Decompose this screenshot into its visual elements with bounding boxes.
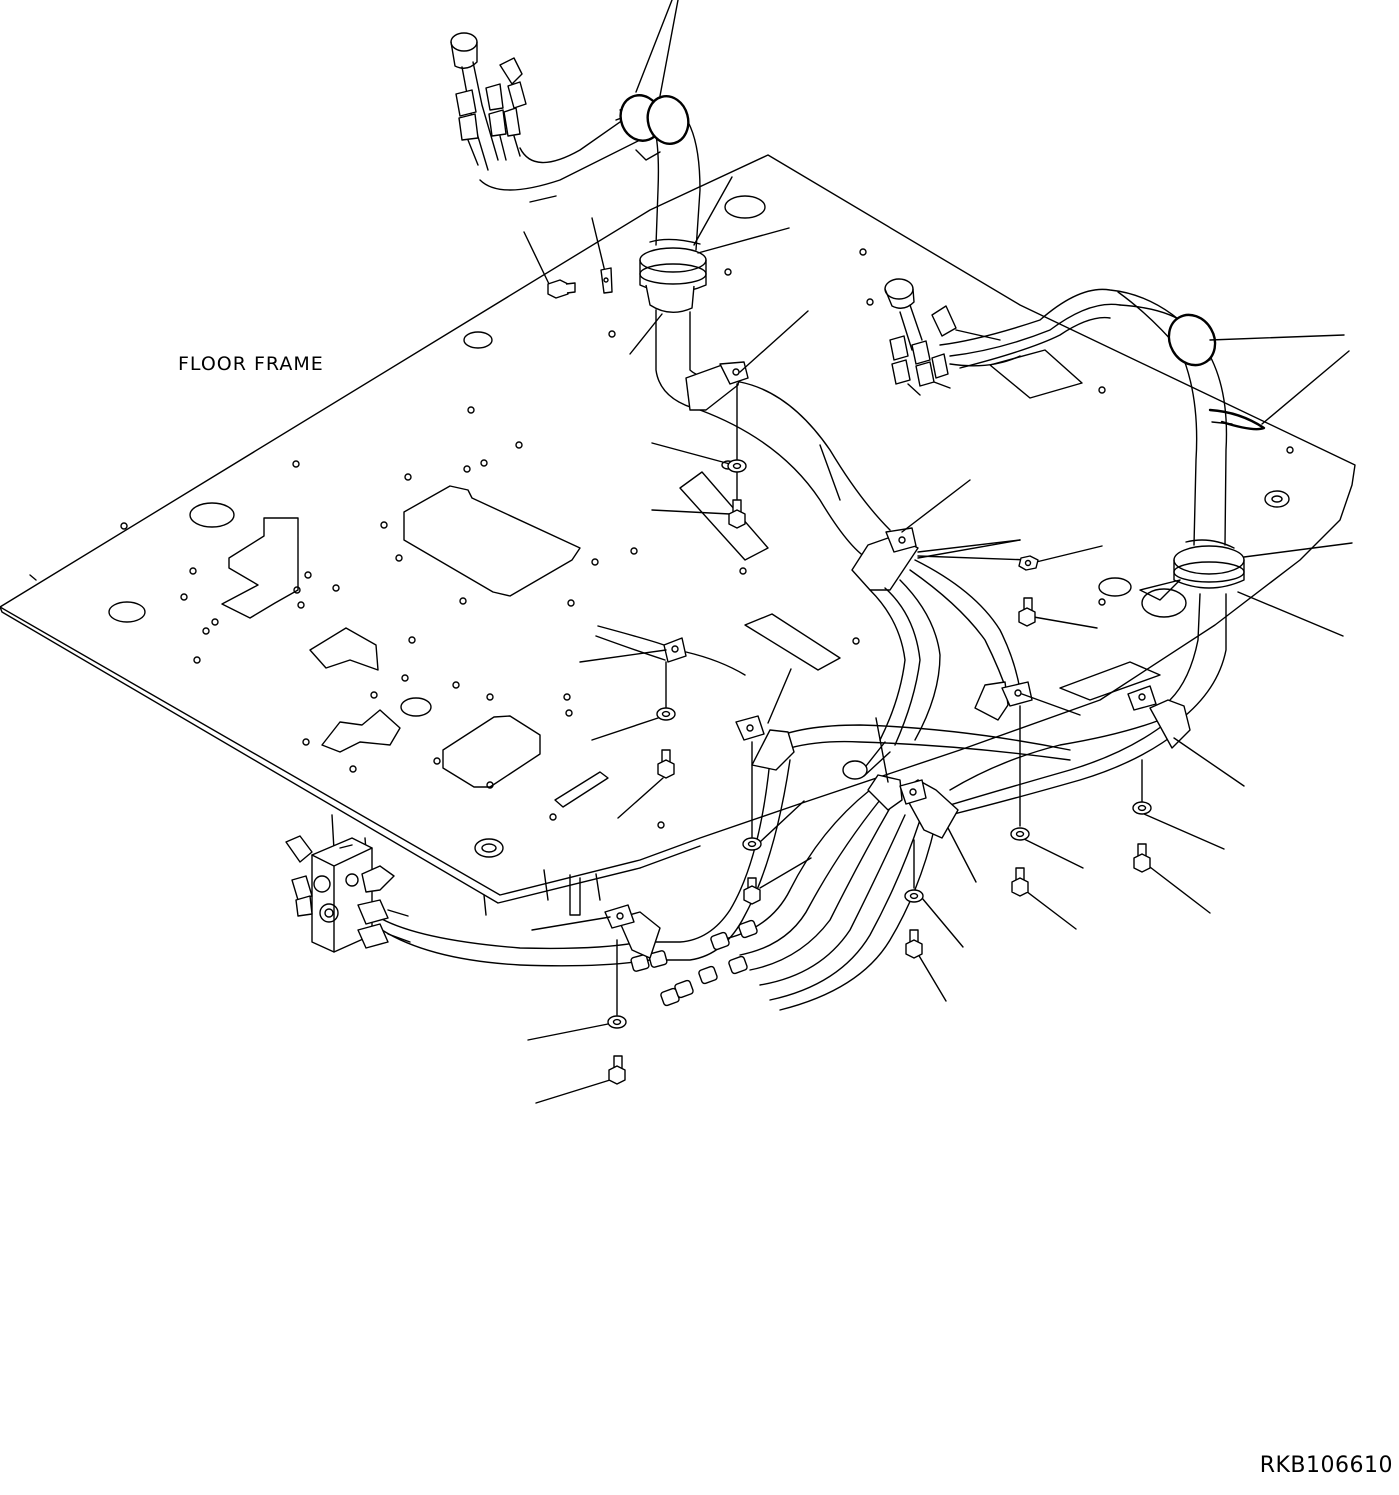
bolt [548, 280, 575, 298]
washer [1133, 802, 1151, 814]
right-hose-bundle [940, 289, 1264, 720]
hose-end-fittings [630, 742, 890, 1006]
bolt [729, 500, 745, 528]
washer [1011, 828, 1029, 840]
washer [743, 838, 761, 850]
middle-hose-bundle [852, 528, 1030, 745]
bolt [658, 750, 674, 778]
bolt [1134, 844, 1150, 872]
floor-frame-plate [0, 155, 1355, 903]
bolt [1012, 868, 1028, 896]
floor-frame-label: FLOOR FRAME [178, 353, 324, 375]
hose-clamps-lower [596, 626, 1190, 958]
clamp-band [1160, 306, 1224, 373]
floor-slot [680, 472, 768, 560]
bolt [906, 930, 922, 958]
tab-washer [601, 268, 612, 293]
bolt [1019, 598, 1035, 626]
washer [728, 460, 746, 472]
control-valve [286, 836, 410, 952]
upper-left-fittings [451, 33, 640, 202]
washer [657, 708, 675, 720]
leader-lines [524, 0, 1352, 1103]
floor-cutout [404, 486, 580, 596]
floor-slot [990, 350, 1082, 398]
bolt [609, 1056, 625, 1084]
nut [1019, 556, 1038, 570]
lower-hose-network [380, 720, 1180, 1010]
floor-cutout [322, 710, 400, 752]
floor-cutout [222, 518, 298, 618]
floor-slot [555, 772, 608, 807]
floor-holes [121, 249, 1293, 828]
drawing-code-label: RKB106610 [1259, 1453, 1393, 1478]
floor-cutout [443, 716, 540, 787]
clamp-band [642, 92, 693, 149]
floor-slot [1060, 662, 1160, 700]
cable-tie [1210, 410, 1264, 429]
fasteners [548, 268, 1151, 1084]
upper-right-fittings [885, 279, 1020, 395]
washer [905, 890, 923, 902]
bolt [744, 878, 760, 904]
floor-cutout [310, 628, 378, 670]
left-hose-bundle [614, 90, 890, 560]
floor-slot [745, 614, 840, 670]
washer [608, 1016, 626, 1028]
